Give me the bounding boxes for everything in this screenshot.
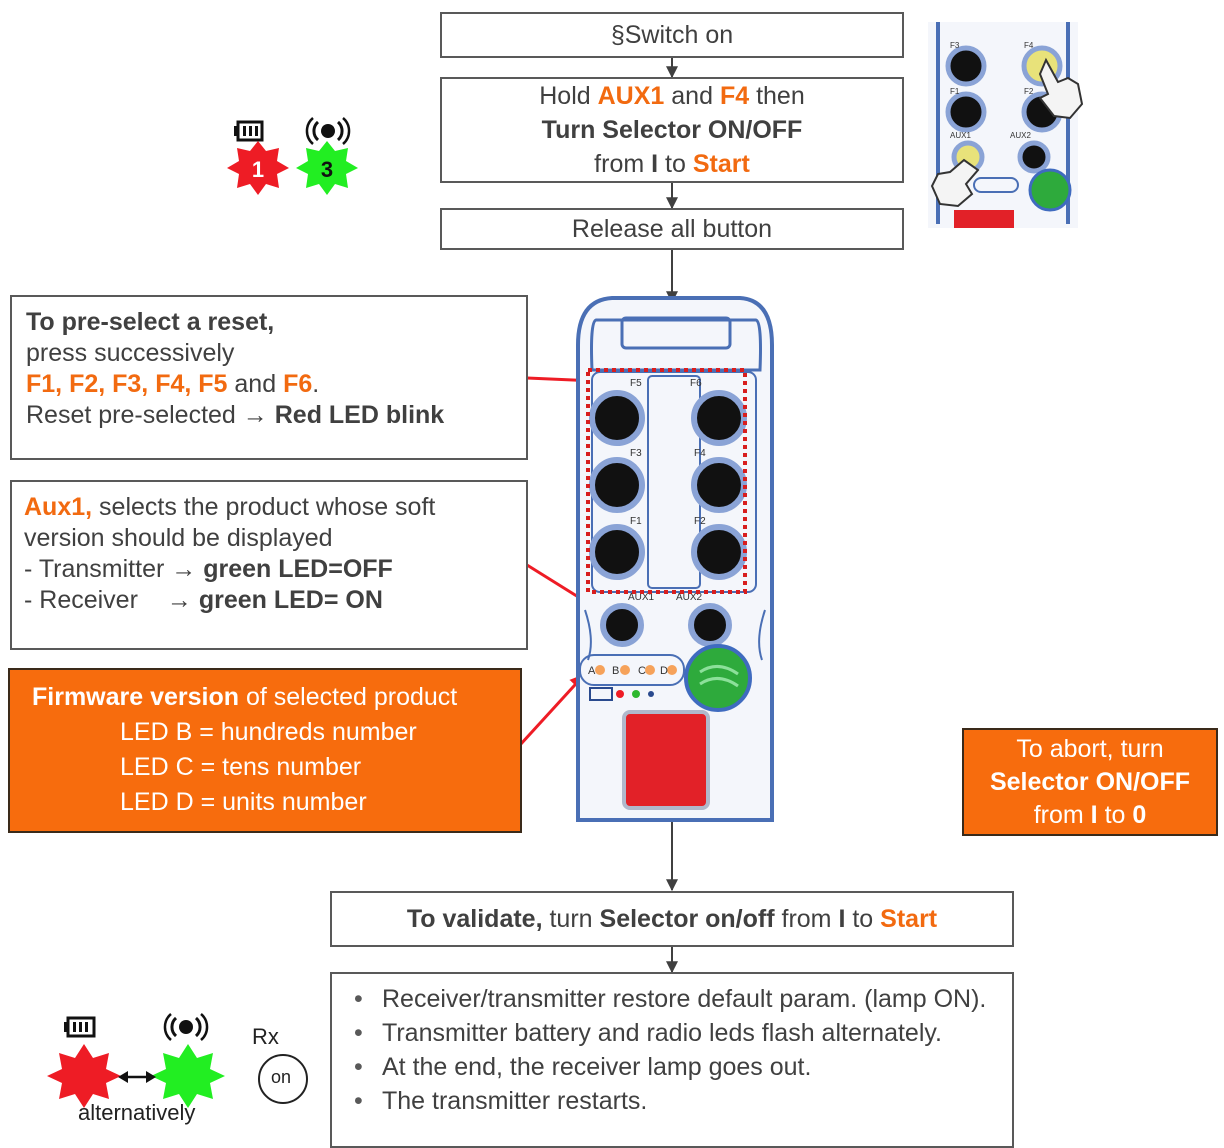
thumb-selector-knob [1028,168,1072,212]
green-led-count: 3 [321,157,333,182]
label-f6: F6 [690,378,702,389]
label-aux1: AUX1 [628,592,655,603]
aux-line1: Aux1, selects the product whose soft [24,493,436,521]
svg-text:F4: F4 [1024,41,1034,50]
step-hold-keys: Hold AUX1 and F4 then Turn Selector ON/O… [440,77,904,183]
results-box: Receiver/transmitter restore default par… [330,972,1014,1148]
svg-text:F2: F2 [1024,87,1034,96]
step-release-label: Release all button [571,215,773,243]
arrow-right-icon: → [171,555,197,583]
label-f2: F2 [694,516,706,527]
led-label-c: C [638,665,646,677]
step-validate: To validate, turn Selector on/off from I… [330,891,1014,947]
thumb-button [945,45,987,87]
from-line: from I to Start [594,150,750,178]
radio-signal-icon [305,117,351,145]
svg-text:F3: F3 [950,41,960,50]
hand-pointer-icon [1038,57,1084,120]
result-item: The transmitter restarts. [354,1084,1002,1118]
label-f1: F1 [630,516,642,527]
battery-icon [234,120,264,142]
firmware-title: Firmware version of selected product [32,683,458,711]
radio-signal-icon [163,1013,209,1041]
alternatively-label: alternatively [78,1100,196,1125]
f4-key-label: F4 [719,82,750,110]
red-led-count: 1 [252,157,264,182]
preselect-title: To pre-select a reset, [26,308,275,336]
button-aux2 [688,603,732,647]
rx-label: Rx [252,1024,279,1049]
step-switch-on: §Switch on [440,12,904,58]
validate-line: To validate, turn Selector on/off from I… [406,905,938,933]
button-f6 [691,390,747,446]
aux-tx-line: - Transmitter → green LED=OFF [24,555,393,583]
preselect-box: To pre-select a reset, press successivel… [10,295,528,460]
arrow-right-icon: → [166,586,192,614]
red-led-star [227,141,289,195]
preselect-highlight [586,368,747,594]
arrow-right-icon: → [242,401,268,429]
thumb-button [945,91,987,133]
result-item: Transmitter battery and radio leds flash… [354,1016,1002,1050]
led-label-a: A [588,665,596,677]
lamp-on-label: on [271,1067,292,1087]
svg-text:AUX1: AUX1 [950,131,971,140]
step-switch-on-label: §Switch on [610,21,734,49]
aux-rx-line: - Receiver → green LED= ON [24,586,383,614]
abort-box: To abort, turn Selector ON/OFF from I to… [962,728,1218,836]
turn-selector-line: Turn Selector ON/OFF [541,116,803,144]
start-label: Start [692,150,750,178]
stop-button [622,710,710,810]
led-label-d: D [660,665,668,677]
aux1-key-label: AUX1 [597,82,665,110]
receiver-lamp [258,1054,308,1104]
remote-buttons [589,390,747,647]
aux-box: Aux1, selects the product whose soft ver… [10,480,528,650]
led-label-b: B [612,665,619,677]
led-strip: A B C D [588,665,677,677]
result-item: Receiver/transmitter restore default par… [354,982,1002,1016]
label-f3: F3 [630,448,642,459]
preselect-keys-line: F1, F2, F3, F4, F5 and F6. [26,370,320,398]
svg-text:AUX2: AUX2 [1010,131,1031,140]
green-led-star [296,141,358,195]
step-release: Release all button [440,208,904,250]
hold-line: Hold AUX1 and F4 then [539,82,805,110]
results-list: Receiver/transmitter restore default par… [342,982,1002,1118]
button-f1 [589,524,645,580]
green-led-star [151,1044,225,1108]
button-aux1 [600,603,644,647]
status-leds [589,687,654,701]
label-aux2: AUX2 [676,592,703,603]
pointer-firmware [518,673,586,747]
battery-icon [64,1016,96,1038]
preselect-result-line: Reset pre-selected → Red LED blink [26,401,445,429]
red-led-star [47,1044,121,1108]
label-f5: F5 [630,378,642,389]
button-f5 [589,390,645,446]
firmware-box: Firmware version of selected product LED… [8,668,522,833]
result-item: At the end, the receiver lamp goes out. [354,1050,1002,1084]
button-f3 [589,457,645,513]
svg-text:F1: F1 [950,87,960,96]
thumb-button [1017,140,1051,174]
hand-pointer-icon [930,158,980,208]
label-f4: F4 [694,448,706,459]
